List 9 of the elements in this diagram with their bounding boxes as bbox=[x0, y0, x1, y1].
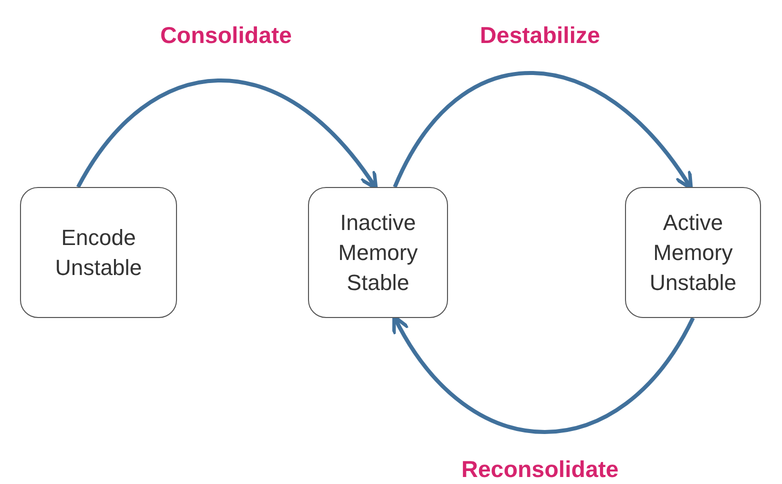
edge-label: Reconsolidate bbox=[461, 454, 619, 484]
rounded-box bbox=[20, 187, 177, 318]
edge-label: Destabilize bbox=[480, 20, 600, 50]
edge-label: Consolidate bbox=[160, 20, 292, 50]
box-text: Encode Unstable bbox=[54, 224, 143, 282]
rounded-box bbox=[625, 187, 761, 318]
box-text: Inactive Memory Stable bbox=[337, 208, 419, 296]
rounded-box bbox=[308, 187, 448, 318]
box-text: Active Memory Unstable bbox=[648, 208, 738, 296]
